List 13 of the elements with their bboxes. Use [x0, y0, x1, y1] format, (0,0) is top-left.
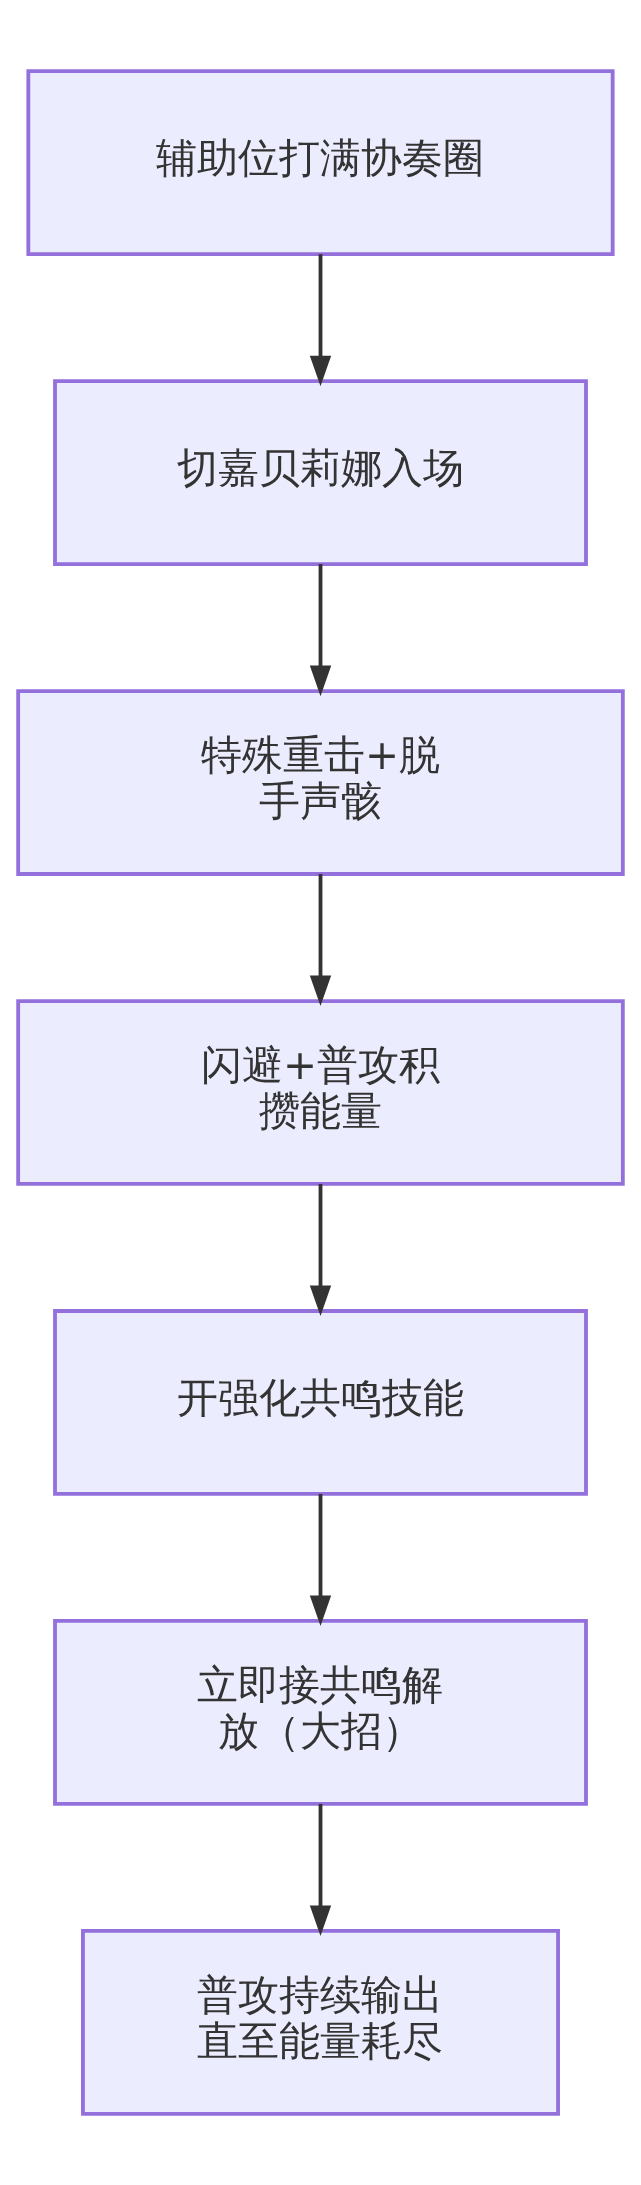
arrow [309, 1494, 332, 1626]
node-box: 闪避+普攻积攒能量 [16, 999, 625, 1186]
node-box: 立即接共鸣解放（大招） [53, 1619, 588, 1806]
node-box: 特殊重击+脱手声骸 [16, 689, 625, 876]
arrow [309, 874, 332, 1007]
arrow [309, 1803, 332, 1936]
node-box: 切嘉贝莉娜入场 [53, 379, 588, 566]
arrow [309, 254, 332, 387]
arrow [309, 1184, 332, 1317]
node-box: 普攻持续输出直至能量耗尽 [81, 1929, 560, 2116]
node-box: 辅助位打满协奏圈 [26, 69, 615, 256]
node-box: 开强化共鸣技能 [53, 1309, 588, 1496]
arrow [309, 564, 332, 697]
